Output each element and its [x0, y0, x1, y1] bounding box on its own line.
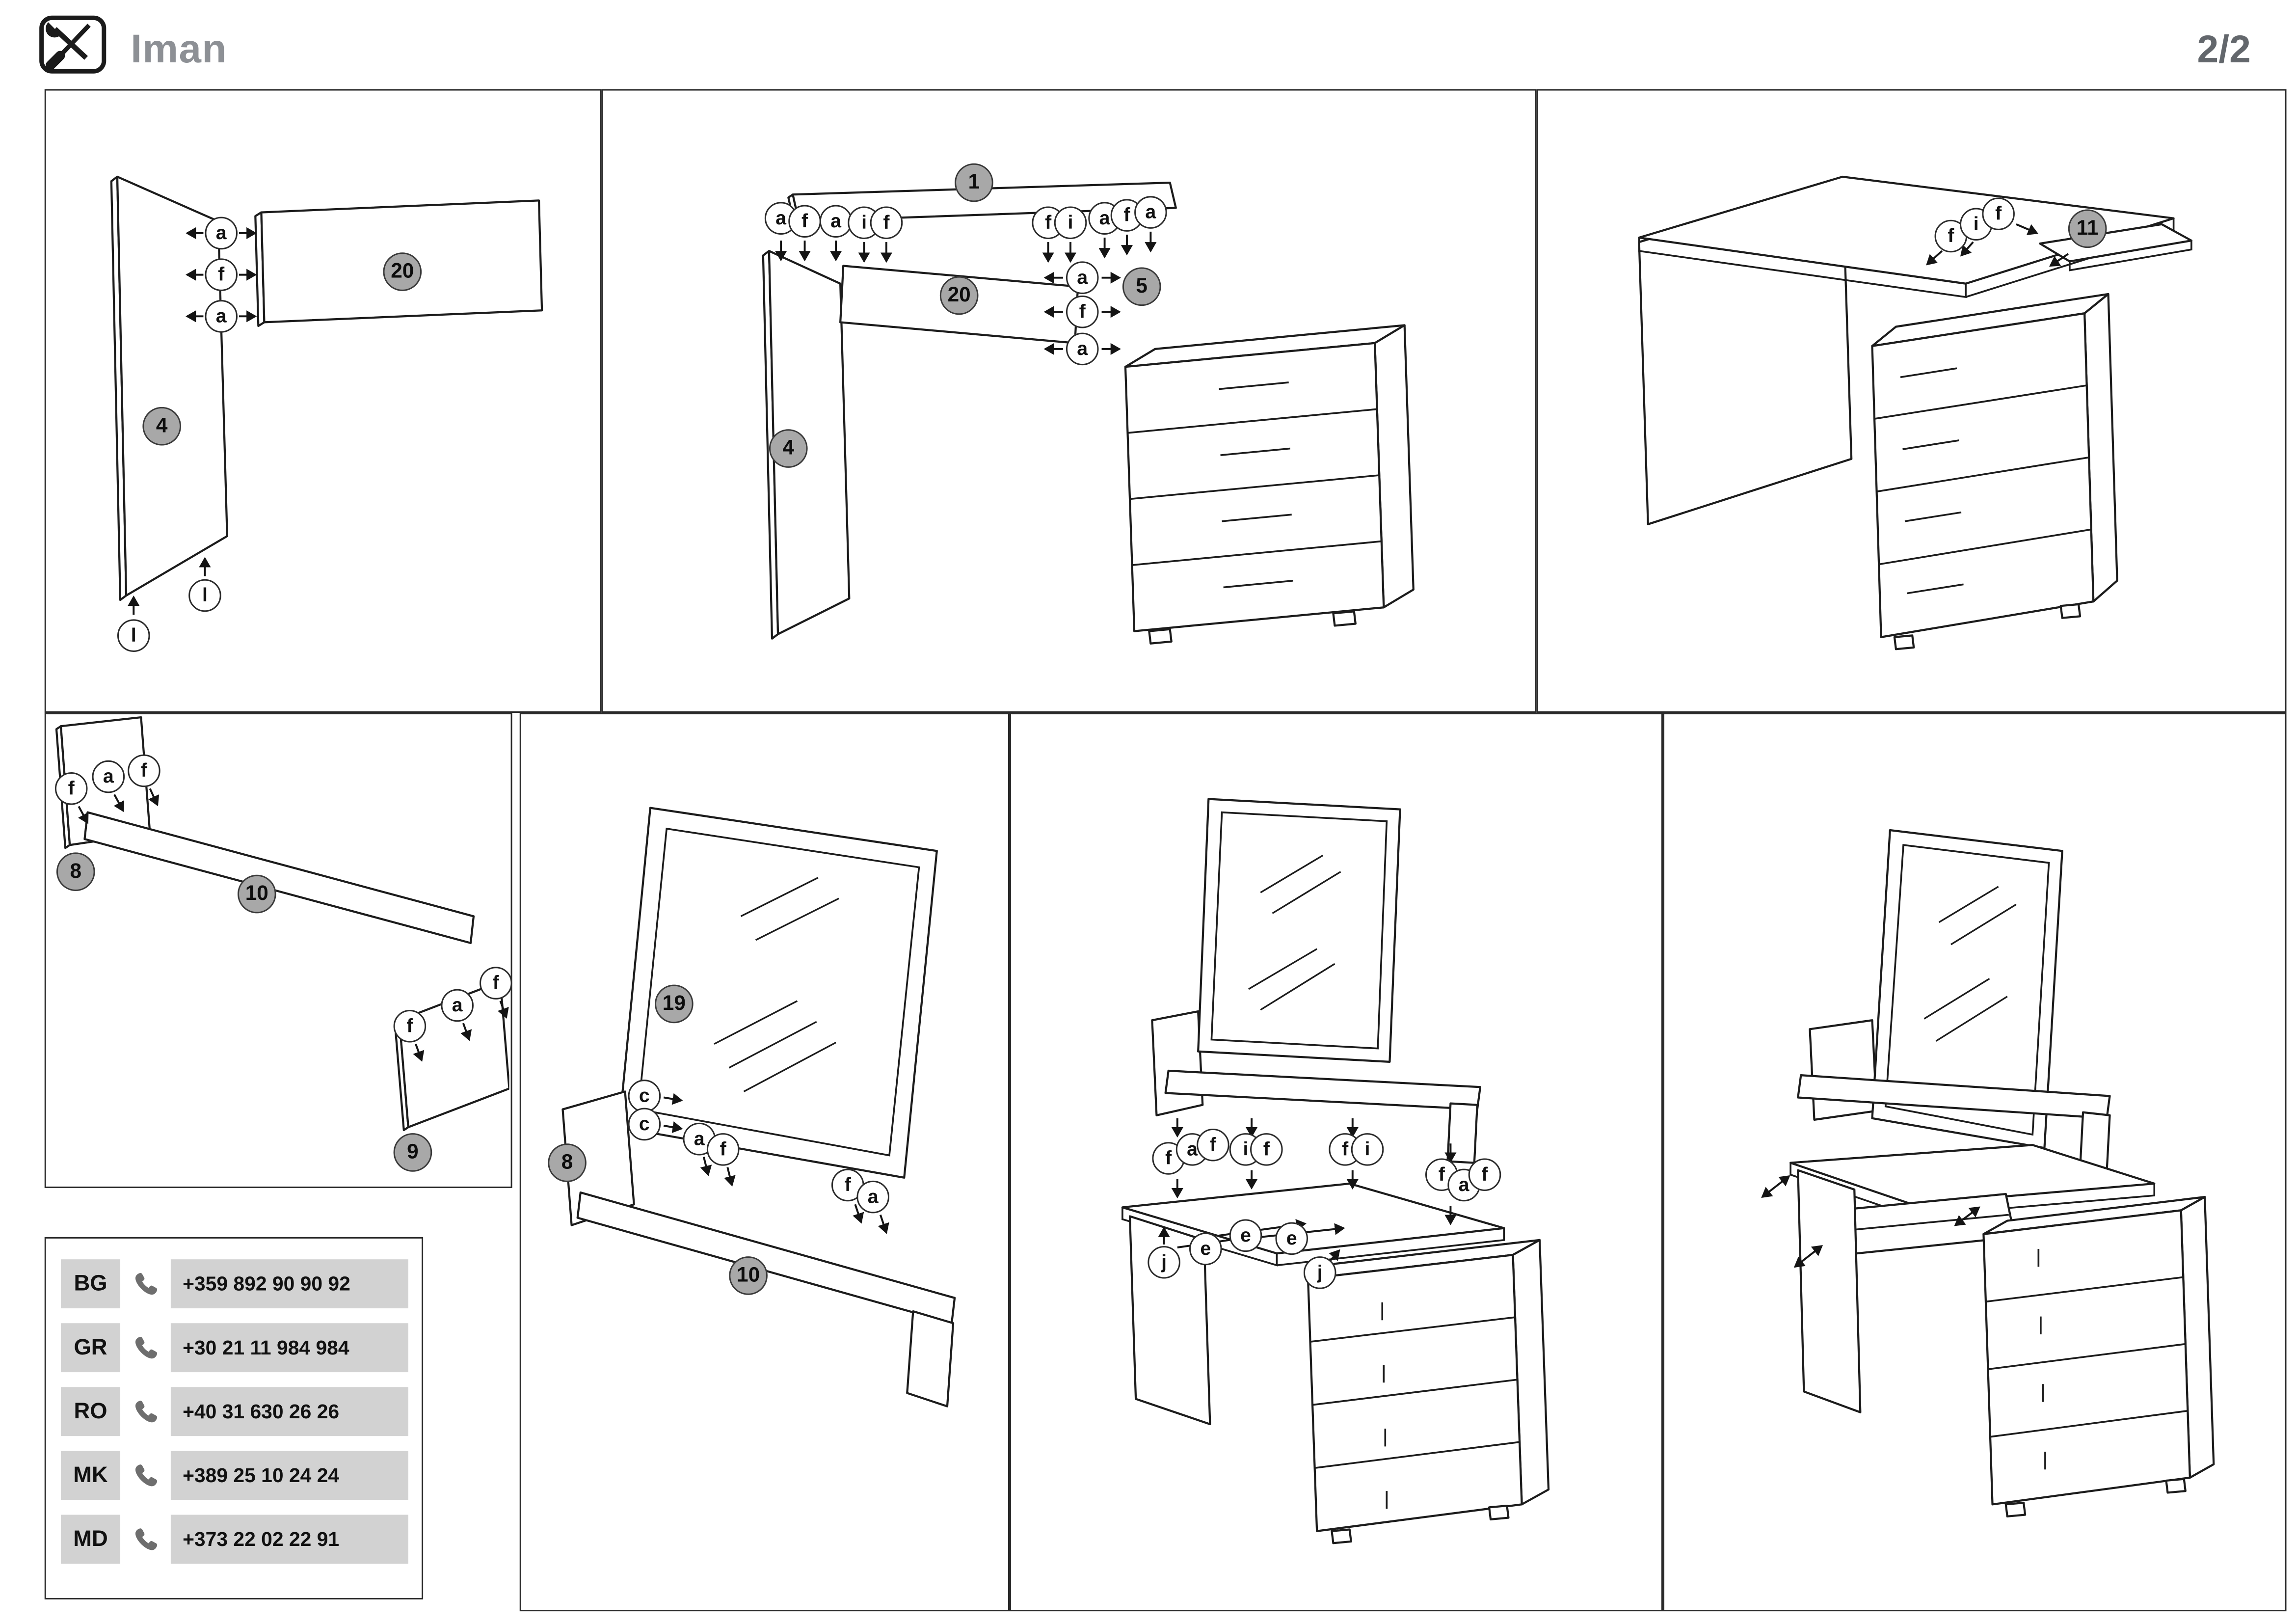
- callout-a: a: [1088, 202, 1121, 235]
- phone-icon: [129, 1462, 162, 1489]
- country-code: MD: [61, 1515, 121, 1564]
- part-badge-19: 19: [655, 984, 694, 1024]
- phone-icon: [129, 1525, 162, 1553]
- callout-e: e: [1229, 1219, 1262, 1252]
- phone-number: +373 22 02 22 91: [170, 1515, 408, 1564]
- step-panel-5: 19 c c 8 a f f a 10: [519, 713, 1010, 1612]
- part-badge-4: 4: [142, 406, 182, 446]
- step-panel-6: f a f i f f i f a f e e e j j: [1010, 713, 1663, 1612]
- callout-c: c: [628, 1080, 661, 1112]
- callout-j: j: [1303, 1256, 1336, 1289]
- country-code: MK: [61, 1451, 121, 1500]
- callout-i: i: [1054, 206, 1087, 240]
- callout-e: e: [1189, 1232, 1222, 1266]
- panel-5-drawing: [561, 807, 956, 1407]
- callout-a: a: [441, 989, 474, 1022]
- callout-f: f: [1152, 1142, 1185, 1175]
- callout-f: f: [205, 258, 238, 291]
- callout-f: f: [1250, 1133, 1283, 1166]
- step-panel-7: [1663, 713, 2287, 1612]
- callout-f: f: [54, 772, 88, 805]
- country-code: RO: [61, 1387, 121, 1436]
- callout-l: l: [188, 579, 221, 612]
- part-badge-4: 4: [769, 429, 808, 468]
- panel-2-drawing: [762, 181, 1415, 645]
- callout-c: c: [628, 1108, 661, 1141]
- callout-a: a: [205, 217, 238, 250]
- part-badge-9: 9: [393, 1133, 432, 1172]
- step-panel-3: f i f 11: [1536, 89, 2287, 713]
- callout-a: a: [205, 300, 238, 333]
- callout-f: f: [1066, 295, 1099, 328]
- callout-f: f: [480, 967, 512, 1000]
- hotline-row: MD +373 22 02 22 91: [61, 1515, 422, 1564]
- part-badge-5: 5: [1122, 267, 1161, 306]
- hotline-row: GR +30 21 11 984 984: [61, 1323, 422, 1373]
- callout-f: f: [706, 1133, 740, 1166]
- part-badge-20: 20: [939, 276, 979, 315]
- part-badge-10: 10: [729, 1256, 768, 1295]
- callout-a: a: [1134, 196, 1167, 229]
- callout-f: f: [1197, 1129, 1229, 1162]
- callout-a: a: [1066, 332, 1099, 366]
- callout-l: l: [117, 619, 150, 652]
- callout-f: f: [870, 206, 903, 240]
- callout-j: j: [1148, 1245, 1180, 1279]
- part-badge-11: 11: [2068, 209, 2107, 248]
- part-badge-10: 10: [238, 874, 276, 914]
- country-code: GR: [61, 1323, 121, 1373]
- callout-a: a: [856, 1180, 889, 1214]
- callout-f: f: [1982, 197, 2015, 230]
- country-code: BG: [61, 1259, 121, 1309]
- phone-icon: [129, 1333, 162, 1361]
- phone-icon: [129, 1270, 162, 1298]
- phone-number: +30 21 11 984 984: [170, 1323, 408, 1373]
- phone-icon: [129, 1398, 162, 1426]
- callout-f: f: [128, 754, 160, 787]
- panel-7-drawing: [1761, 829, 2215, 1517]
- part-badge-20: 20: [383, 252, 422, 291]
- hotline-row: RO +40 31 630 26 26: [61, 1387, 422, 1436]
- support-hotline-table: BG +359 892 90 90 92 GR +30 21 11 984 98…: [44, 1237, 424, 1599]
- step-panel-4: f a f f a f 8 10 9: [44, 713, 512, 1188]
- panel-3-drawing: [1638, 175, 2193, 650]
- hotline-row: BG +359 892 90 90 92: [61, 1259, 422, 1309]
- callout-e: e: [1275, 1222, 1308, 1255]
- step-panel-2: 1 a f a i f f i a f a a f a 5 20 4: [601, 89, 1537, 713]
- panel-6-drawing: [1121, 798, 1550, 1544]
- step-panel-1: a f a l l 4 20: [44, 89, 602, 713]
- tools-icon: [39, 15, 107, 81]
- hotline-row: MK +389 25 10 24 24: [61, 1451, 422, 1500]
- part-badge-8: 8: [56, 852, 95, 891]
- part-badge-8: 8: [548, 1143, 587, 1182]
- page-title: Iman: [131, 27, 227, 72]
- callout-a: a: [1066, 261, 1099, 294]
- step-badge-1: 1: [955, 163, 993, 202]
- phone-number: +389 25 10 24 24: [170, 1451, 408, 1500]
- panel-1-drawing: [110, 175, 543, 615]
- phone-number: +359 892 90 90 92: [170, 1259, 408, 1309]
- callout-f: f: [1468, 1158, 1501, 1191]
- callout-f: f: [788, 205, 821, 238]
- callout-i: i: [1351, 1133, 1384, 1166]
- callout-a: a: [92, 760, 125, 793]
- phone-number: +40 31 630 26 26: [170, 1387, 408, 1436]
- page-number: 2/2: [2197, 27, 2251, 72]
- callout-f: f: [393, 1010, 427, 1043]
